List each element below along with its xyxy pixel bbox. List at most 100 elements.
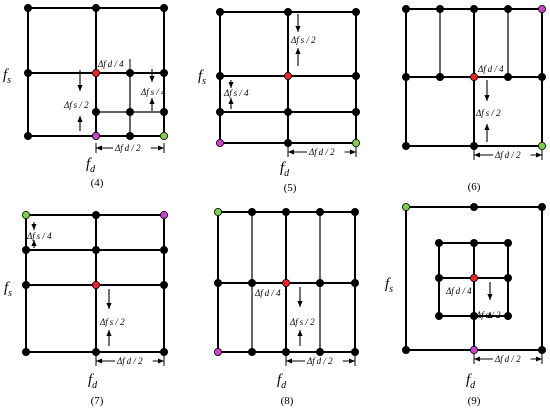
center-node-red [469, 273, 478, 282]
corner-node-magenta [469, 345, 478, 354]
corner-node-magenta [159, 210, 168, 219]
panel-caption: (8) [281, 395, 294, 407]
arrow-head [228, 82, 234, 88]
corner-node-magenta [213, 347, 222, 356]
grid-node [350, 278, 359, 287]
grid-node [283, 108, 292, 117]
label-dfs-half: Δf s / 2 [289, 317, 315, 327]
grid-node [21, 347, 30, 356]
arrow-head [77, 85, 83, 91]
dimension-label: Δf d / 2 [494, 354, 521, 364]
corner-node-green [213, 207, 222, 216]
grid-node [315, 278, 324, 287]
label-dfs-half: Δf s / 2 [63, 100, 89, 110]
label-dfd-quarter: Δf d / 4 [254, 288, 281, 298]
grid-node [350, 347, 359, 356]
label-dfs-quarter: Δf s / 4 [26, 231, 52, 241]
panel-6: Δf d / 4Δf s / 2Δf d / 2(6) [401, 5, 547, 193]
corner-node-green [351, 138, 360, 147]
dimension-label: Δf d / 2 [306, 356, 333, 366]
grid-node [503, 273, 512, 282]
label-dfs-half: Δf s / 2 [475, 310, 501, 320]
grid-node [351, 7, 360, 16]
corner-node-magenta [215, 138, 224, 147]
grid-node [247, 278, 256, 287]
corner-node-magenta [92, 131, 101, 140]
arrow-head [106, 330, 112, 336]
grid-node [126, 108, 135, 117]
grid-node [434, 273, 443, 282]
grid-node [315, 207, 324, 216]
axis-label-fs: fs [385, 276, 393, 295]
grid-node [159, 245, 168, 254]
grid-node [469, 202, 478, 211]
grid-node [126, 69, 135, 78]
panel-caption: (6) [468, 181, 481, 193]
center-node-red [281, 278, 290, 287]
axis-label-fd: fd [280, 160, 290, 179]
grid-node [469, 238, 478, 247]
grid-node [215, 7, 224, 16]
grid-node [92, 4, 101, 12]
grid-node [401, 141, 410, 150]
arrow-head [77, 116, 83, 122]
arrow-head [474, 356, 480, 362]
arrow-head [487, 312, 493, 318]
arrow-head [288, 149, 294, 155]
arrow-head [297, 301, 303, 307]
grid-node [21, 245, 30, 254]
axis-label-fs: fs [4, 280, 12, 299]
grid-node [213, 278, 222, 287]
grid-node [283, 7, 292, 16]
arrow-head [96, 145, 102, 151]
grid-node [503, 311, 512, 320]
axis-label-fd: fd [277, 372, 287, 391]
panel-8: Δf d / 4 Δf s / 2 Δf d / 2 fd (8) [213, 207, 359, 407]
grid-node [23, 131, 32, 140]
label-dfd-quarter: Δf d / 4 [477, 64, 504, 74]
corner-node-green [159, 131, 168, 140]
grid-node [92, 347, 101, 356]
grid-node [538, 73, 547, 82]
arrow-head [149, 98, 155, 104]
grid-node [159, 280, 168, 289]
arrow-head [31, 224, 37, 230]
arrow-head [149, 76, 155, 82]
grid-node [92, 108, 101, 117]
label-dfs-quarter: Δf s / 4 [223, 88, 249, 98]
label-dfs-half: Δf s / 2 [475, 108, 501, 118]
corner-node-green [21, 210, 30, 219]
grid-node [503, 238, 512, 247]
arrow-head [286, 358, 292, 364]
grid-node [215, 72, 224, 81]
grid-node [92, 245, 101, 254]
corner-node-green [401, 202, 410, 211]
label-dfd-quarter: Δf d / 4 [97, 59, 124, 69]
grid-node [401, 5, 410, 13]
arrow-head [484, 95, 490, 101]
grid-node [21, 280, 30, 289]
grid-node [401, 345, 410, 354]
arrow-head [31, 240, 37, 246]
axis-label-fs: fs [3, 67, 11, 86]
grid-node [351, 72, 360, 81]
center-node-red [92, 280, 101, 289]
grid-node [401, 73, 410, 82]
grid-node [434, 238, 443, 247]
grid-node [469, 5, 478, 13]
grid-node [351, 108, 360, 117]
dimension-label: Δf d / 2 [114, 143, 141, 153]
panel-caption: (9) [468, 395, 481, 407]
grid-node [538, 345, 547, 354]
label-dfs-quarter: Δf s / 4 [140, 87, 166, 97]
grid-node [350, 207, 359, 216]
axis-label-fd: fd [466, 372, 476, 391]
grid-node [159, 108, 168, 117]
panel-caption: (7) [91, 395, 104, 407]
dimension-label: Δf d / 2 [116, 356, 143, 366]
corner-node-magenta [538, 5, 547, 13]
label-dfs-half: Δf s / 2 [99, 317, 125, 327]
